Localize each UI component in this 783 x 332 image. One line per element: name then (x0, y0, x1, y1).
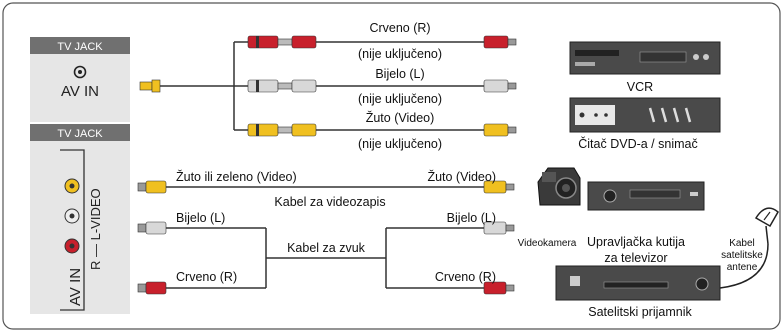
satellite-receiver-label: Satelitski prijamnik (588, 305, 692, 319)
antenna-label-line3: antene (727, 262, 758, 273)
white-left-label: Bijelo (L) (176, 211, 225, 225)
jack-bracket (60, 149, 85, 311)
red-jack-center-icon (69, 243, 75, 249)
panel-body-bottom (30, 141, 130, 314)
video-plug-left-icon (137, 180, 167, 194)
antenna-cable-line (719, 243, 769, 289)
top-cable-tree: Crveno (R) (nije uključeno) Bijelo (L) (… (139, 21, 517, 151)
satellite-dish-icon (754, 207, 779, 245)
red-adapter-icon (247, 35, 317, 49)
white-jack-center-icon (69, 213, 75, 219)
white-plug-left-icon (137, 221, 167, 235)
red-plug-end-icon (483, 35, 517, 49)
panel-header-top (30, 37, 130, 54)
video-plug-right-icon (483, 180, 515, 194)
white-adapter-icon (247, 79, 317, 93)
camcorder-icon (537, 167, 581, 206)
white-plug-right-icon (483, 221, 515, 235)
panel-header-bottom (30, 124, 130, 141)
set-top-box-icon (587, 181, 705, 211)
white-cable-note: (nije uključeno) (358, 92, 442, 106)
video-cable-label: Kabel za videozapis (274, 195, 385, 209)
red-left-label: Crveno (R) (176, 270, 237, 284)
panel-port-top: AV IN (61, 83, 99, 100)
panel-title-top: TV JACK (57, 41, 103, 53)
vcr-device-icon (569, 41, 721, 75)
stb-label-line1: Upravljačka kutija (587, 235, 685, 249)
camcorder-label: Videokamera (518, 238, 577, 249)
audio-cable-label: Kabel za zvuk (287, 241, 366, 255)
video-right-label: Žuto (Video) (427, 169, 496, 184)
av-in-plug-icon (139, 79, 161, 93)
tv-jack-panel-top: TV JACK AV IN (30, 37, 130, 122)
white-cable-label: Bijelo (L) (375, 67, 424, 81)
satellite-receiver-icon (555, 265, 721, 301)
red-plug-right-icon (483, 281, 515, 295)
yellow-jack-center-icon (69, 183, 75, 189)
dvd-device-icon (569, 97, 721, 133)
white-plug-end-icon (483, 79, 517, 93)
white-right-label: Bijelo (L) (447, 211, 496, 225)
video-left-label: Žuto ili zeleno (Video) (176, 169, 297, 184)
panel-title-bottom: TV JACK (57, 128, 103, 140)
red-cable-note: (nije uključeno) (358, 47, 442, 61)
yellow-cable-note: (nije uključeno) (358, 137, 442, 151)
vcr-label: VCR (627, 80, 653, 94)
panel-side-label: R — L-VIDEO (88, 188, 103, 270)
bottom-cables: Žuto ili zeleno (Video) Žuto (Video) Kab… (137, 169, 515, 295)
tv-jack-panel-bottom: TV JACK R — L-VIDEO AV IN (30, 124, 130, 314)
av-in-jack-icon (73, 65, 87, 79)
antenna-label-line2: satelitske (721, 250, 763, 261)
panel-body-top (30, 54, 130, 122)
dvd-label: Čitač DVD-a / snimač (578, 136, 697, 151)
red-right-label: Crveno (R) (435, 270, 496, 284)
av-in-jack-center-icon (78, 70, 82, 74)
panel-port-bottom: AV IN (67, 268, 84, 306)
yellow-plug-end-icon (483, 123, 517, 137)
antenna-label-line1: Kabel (729, 238, 755, 249)
red-cable-label: Crveno (R) (369, 21, 430, 35)
red-plug-left-icon (137, 281, 167, 295)
yellow-adapter-icon (247, 123, 317, 137)
stb-label-line2: za televizor (604, 251, 667, 265)
yellow-cable-label: Žuto (Video) (366, 110, 435, 125)
